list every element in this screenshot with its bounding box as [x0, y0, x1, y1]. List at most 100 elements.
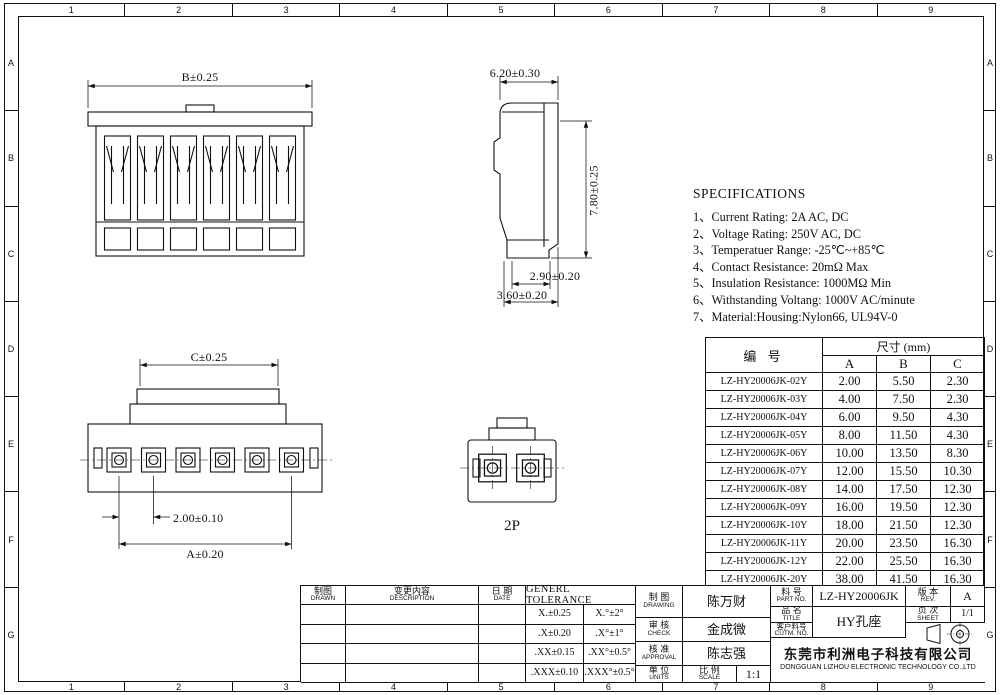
- specifications-title: SPECIFICATIONS: [693, 186, 806, 201]
- table-cell-c: 16.30: [929, 534, 986, 553]
- tolerance-cell: .X±0.20: [526, 624, 584, 644]
- revision-cell: [346, 605, 479, 625]
- drawn-label-en: DRAWN: [310, 595, 336, 603]
- grid-label: 1: [18, 682, 126, 692]
- tolerance-cell: .XX±0.15: [526, 644, 584, 664]
- table-header-b: B: [876, 355, 931, 373]
- table-cell-c: 12.30: [929, 480, 986, 499]
- company-name-en: DONGGUAN LIZHOU ELECTRONIC TECHNOLOGY CO…: [780, 664, 976, 672]
- spec-item: 3、Temperatuer Range: -25℃~+85℃: [693, 243, 885, 258]
- revision-cell: [346, 644, 479, 664]
- cavity: [103, 135, 132, 251]
- drawing-by-header: 制 图 DRAWING: [636, 586, 683, 618]
- rev-label-cn: 版 本: [917, 586, 939, 597]
- table-cell-b: 23.50: [876, 534, 931, 553]
- company-name: 东莞市利洲电子科技有限公司: [783, 647, 973, 663]
- grid-label: 6: [555, 4, 663, 16]
- sheet-header: 页 次 SHEET: [906, 607, 951, 623]
- rev-label-en: REV.: [920, 596, 936, 604]
- title-block: 制图 DRAWN 变更内容 DESCRIPTION 日 期 DATE GENER…: [300, 585, 985, 683]
- grid-label: G: [7, 629, 15, 640]
- revision-cell: [301, 644, 346, 664]
- title-label-cn: 品 名: [781, 607, 802, 616]
- grid-label: E: [984, 397, 996, 493]
- grid-label: 8: [770, 4, 878, 16]
- scale-label-cn: 比 例: [699, 666, 720, 675]
- table-header-c: C: [929, 355, 986, 373]
- grid-label: 3: [233, 682, 341, 692]
- date-label-en: DATE: [493, 595, 511, 603]
- description-label-en: DESCRIPTION: [389, 595, 435, 603]
- cavity: [202, 135, 231, 251]
- table-cell-a: 6.00: [822, 408, 877, 427]
- table-cell-part: LZ-HY20006JK-06Y: [705, 444, 823, 463]
- table-cell-c: 16.30: [929, 552, 986, 571]
- dim-label-side-base: 3.60±0.20: [496, 288, 548, 302]
- table-cell-a: 22.00: [822, 552, 877, 571]
- rev-header: 版 本 REV.: [906, 586, 951, 607]
- table-cell-a: 4.00: [822, 390, 877, 409]
- grid-label: G: [986, 629, 994, 640]
- check-header: 审 核 CHECK: [636, 618, 683, 642]
- projection-symbol-icon: [926, 623, 973, 645]
- grid-label: 7: [663, 4, 771, 16]
- specifications: SPECIFICATIONS 1、Current Rating: 2A AC, …: [693, 186, 985, 325]
- table-cell-a: 10.00: [822, 444, 877, 463]
- grid-label: 4: [340, 682, 448, 692]
- table-cell-part: LZ-HY20006JK-07Y: [705, 462, 823, 481]
- table-cell-b: 25.50: [876, 552, 931, 571]
- table-cell-c: 12.30: [929, 498, 986, 517]
- sheet-label-cn: 页 次: [917, 607, 939, 616]
- dim-label-side-width: 6.20±0.30: [489, 66, 541, 80]
- table-cell-b: 9.50: [876, 408, 931, 427]
- table-cell-b: 15.50: [876, 462, 931, 481]
- revision-cell: [301, 663, 346, 683]
- table-cell-c: 2.30: [929, 390, 986, 409]
- grid-label: C: [984, 207, 996, 302]
- cavity: [235, 135, 264, 251]
- sheet-value: 1/1: [951, 607, 985, 623]
- grid-ruler-top: 1 2 3 4 5 6 7 8 9: [18, 4, 984, 16]
- table-cell-b: 17.50: [876, 480, 931, 499]
- revision-cell: [479, 624, 526, 644]
- drawing-by-label-en: DRAWING: [643, 601, 675, 609]
- title-header: 品 名 TITLE: [771, 607, 813, 623]
- grid-ruler-right: A B C D E F G: [984, 16, 996, 682]
- dim-label-b: B±0.25: [181, 70, 219, 84]
- dim-label-pitch: 2.00±0.10: [173, 511, 224, 525]
- tolerance-cell: X.±0.25: [526, 605, 584, 625]
- grid-label: 6: [555, 682, 663, 692]
- dim-label-side-foot: 2.90±0.20: [529, 269, 581, 283]
- sheet-label-en: SHEET: [917, 614, 939, 622]
- table-cell-c: 12.30: [929, 516, 986, 535]
- grid-label: A: [984, 16, 996, 112]
- table-cell-part: LZ-HY20006JK-05Y: [705, 426, 823, 445]
- scale-header: 比 例 SCALE: [683, 666, 737, 683]
- spec-item: 4、Contact Resistance: 20mΩ Max: [693, 259, 869, 274]
- table-cell-part: LZ-HY20006JK-08Y: [705, 480, 823, 499]
- grid-label: 1: [18, 4, 126, 16]
- check-label-en: CHECK: [647, 629, 671, 637]
- grid-label: 2: [125, 682, 233, 692]
- date-header: 日 期 DATE: [479, 586, 526, 605]
- grid-label: 7: [663, 682, 771, 692]
- table-cell-b: 13.50: [876, 444, 931, 463]
- dim-label-c: C±0.25: [190, 350, 228, 364]
- table-cell-part: LZ-HY20006JK-11Y: [705, 534, 823, 553]
- part-no-label-cn: 料 号: [781, 586, 802, 597]
- grid-label: F: [4, 492, 18, 588]
- check-label-cn: 审 核: [648, 620, 670, 631]
- table-cell-c: 4.30: [929, 426, 986, 445]
- bottom-view: [87, 388, 323, 493]
- revision-cell: [301, 624, 346, 644]
- table-cell-b: 7.50: [876, 390, 931, 409]
